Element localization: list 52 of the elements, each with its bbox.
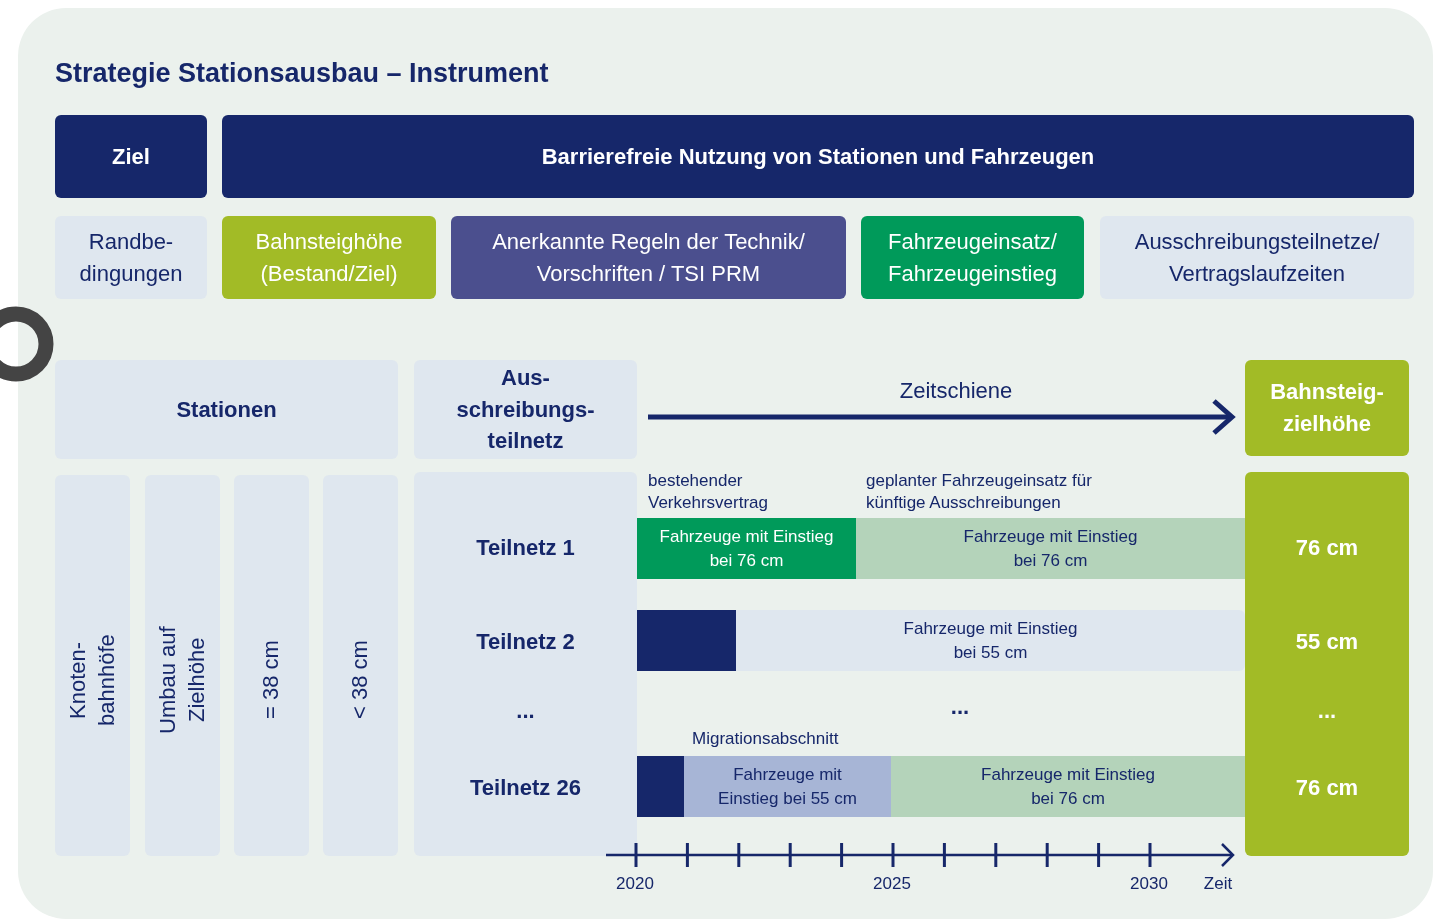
node-text: Bahnsteig- zielhöhe	[1269, 378, 1385, 438]
node-text: Umbau auf Zielhöhe	[153, 625, 210, 736]
timeline-bar	[684, 756, 891, 817]
node-text: Ausschreibungsteilnetze/ Vertragslaufzeiten	[1133, 227, 1381, 288]
node-text: = 38 cm	[257, 639, 285, 722]
node-text: Aus- schreibungs- teilnetz	[455, 363, 596, 456]
node-text: Fahrzeuge mit Einstieg bei 55 cm	[902, 617, 1079, 664]
year-label: 2030	[1130, 873, 1168, 895]
height-value: 76 cm	[1294, 775, 1360, 801]
node-text: Randbe- dingungen	[78, 227, 184, 288]
timeline-bar	[637, 756, 684, 817]
diagram-title: Strategie Stationsausbau – Instrument	[55, 58, 549, 89]
height-value: 55 cm	[1294, 629, 1360, 655]
node-text: Ziel	[112, 142, 150, 171]
axis-label: Zeit	[1203, 873, 1233, 895]
timeline-bar	[736, 610, 1245, 671]
height-value: 76 cm	[1294, 535, 1360, 561]
subnetwork-column	[414, 472, 637, 856]
timeline-bar	[856, 518, 1245, 579]
goal-header	[55, 115, 207, 198]
timeline-bar	[891, 756, 1245, 817]
category-box	[861, 216, 1084, 299]
timeline-bar	[637, 610, 736, 671]
note-text: bestehender Verkehrsvertrag	[648, 470, 769, 515]
node-text: Anerkannte Regeln der Technik/ Vorschriften / TSI PRM	[491, 227, 806, 288]
node-text: < 38 cm	[346, 639, 374, 722]
node-text: Knoten- bahnhöfe	[63, 633, 120, 728]
timeline-bar	[637, 518, 856, 579]
node-text: Fahrzeuge mit Einstieg bei 76 cm	[980, 763, 1156, 810]
category-box	[451, 216, 846, 299]
note-text: Migrationsabschnitt	[692, 728, 839, 750]
target-height-column	[1245, 472, 1409, 856]
ellipsis: ...	[950, 693, 970, 721]
subnetwork-label: Teilnetz 1	[475, 535, 576, 561]
note-text: geplanter Fahrzeugeinsatz für künftige Ausschreibungen	[866, 470, 1093, 515]
node-text: Bahnsteighöhe (Bestand/Ziel)	[254, 227, 404, 288]
subnetwork-label: ...	[515, 698, 536, 724]
node-text: Fahrzeuge mit Einstieg bei 55 cm	[717, 763, 858, 810]
node-text: Barrierefreie Nutzung von Stationen und Fahrzeugen	[541, 142, 1095, 171]
year-label: 2020	[616, 873, 654, 895]
node-text: Fahrzeuge mit Einstieg bei 76 cm	[962, 525, 1139, 572]
node-text: Fahrzeuge mit Einstieg bei 76 cm	[658, 525, 835, 572]
height-value: ...	[1316, 698, 1338, 724]
node-text: Stationen	[176, 395, 277, 424]
category-box	[222, 216, 436, 299]
goal-box	[222, 115, 1414, 198]
year-label: 2025	[873, 873, 911, 895]
subnetwork-label: Teilnetz 26	[469, 775, 582, 801]
subnetwork-label: Teilnetz 2	[475, 629, 576, 655]
column-header	[1245, 360, 1409, 456]
timeline-label: Zeitschiene	[899, 377, 1013, 405]
node-text: Fahrzeugeinsatz/ Fahrzeugeinstieg	[887, 227, 1058, 288]
